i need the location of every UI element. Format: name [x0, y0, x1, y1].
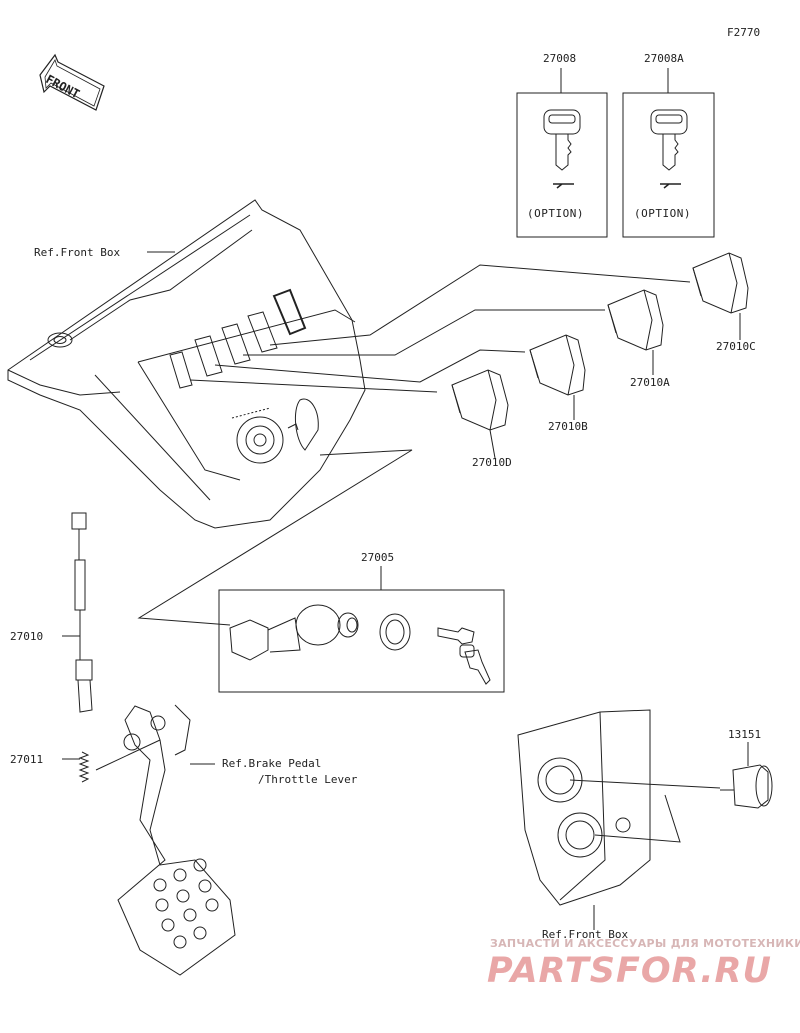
lock-nut-icon [379, 613, 411, 651]
rocker-switch-27010C [692, 252, 749, 340]
ignition-keys-icon [437, 627, 491, 685]
ref-front-box-lower-label: Ref.Front Box [542, 928, 629, 941]
ignition-switch-icon [229, 604, 359, 661]
watermark-tagline: ЗАПЧАСТИ И АКСЕССУАРЫ ДЛЯ МОТОТЕХНИКИ [490, 937, 800, 950]
part-label-27008A[interactable]: 27008A [644, 52, 684, 65]
front-arrow-icon [39, 53, 105, 111]
part-label-27008[interactable]: 27008 [543, 52, 577, 65]
key-icon [650, 109, 688, 189]
front-box-panel [7, 199, 366, 529]
brake-switch-icon [62, 512, 93, 713]
ref-brake-pedal-label: Ref.Brake Pedal [222, 757, 322, 770]
part-label-27010D[interactable]: 27010D [472, 456, 512, 469]
figure-code: F2770 [727, 26, 761, 39]
watermark-brand: PARTSFOR.RU [487, 951, 772, 991]
part-label-27005[interactable]: 27005 [361, 551, 395, 564]
rocker-switch-27010D [451, 369, 509, 459]
ref-throttle-lever-label: /Throttle Lever [258, 773, 358, 786]
part-label-27010[interactable]: 27010 [10, 630, 44, 643]
spring-icon [62, 751, 90, 783]
option-note: (OPTION) [527, 207, 584, 220]
part-label-27010A[interactable]: 27010A [630, 376, 670, 389]
part-label-27010B[interactable]: 27010B [548, 420, 588, 433]
leader-lines [137, 264, 691, 626]
ref-front-box-label: Ref.Front Box [34, 246, 121, 259]
key-box-27008 [516, 92, 608, 238]
rocker-switch-27010A [607, 289, 664, 375]
rocker-switch-27010B [529, 334, 586, 420]
option-note: (OPTION) [634, 207, 691, 220]
part-label-27011[interactable]: 27011 [10, 753, 44, 766]
front-box-lower-panel [517, 709, 721, 930]
power-socket-icon [720, 742, 773, 809]
brake-pedal-icon [95, 704, 236, 976]
part-label-13151[interactable]: 13151 [728, 728, 762, 741]
ignition-set-box [218, 589, 505, 693]
key-icon [543, 109, 581, 189]
part-label-27010C[interactable]: 27010C [716, 340, 756, 353]
